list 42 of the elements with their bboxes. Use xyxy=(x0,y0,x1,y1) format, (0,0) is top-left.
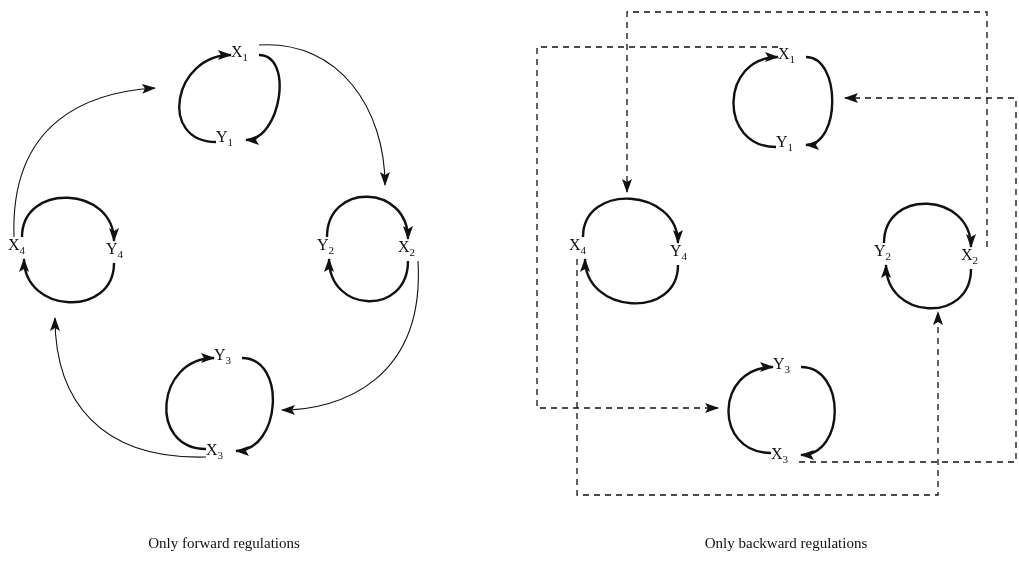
arrow xyxy=(325,258,410,303)
arrow xyxy=(882,202,975,248)
arrow xyxy=(325,195,412,240)
arrow xyxy=(20,196,118,242)
variable-label: Y$_{4}$ xyxy=(106,241,124,260)
variable-label: Y$_{1}$ xyxy=(776,134,794,153)
arrow xyxy=(50,317,207,458)
variable-label: X$_{4}$ xyxy=(569,237,587,256)
arrow xyxy=(727,363,774,455)
arrow xyxy=(581,197,682,244)
variable-label: X$_{2}$ xyxy=(398,239,416,258)
dashed-arrow xyxy=(798,93,1017,463)
arrow xyxy=(178,51,232,144)
arrow xyxy=(235,356,274,454)
arrow xyxy=(20,258,116,304)
variable-label: X$_{2}$ xyxy=(961,247,979,266)
variable-label: Y$_{4}$ xyxy=(670,243,688,262)
arrow xyxy=(13,84,156,238)
variable-label: Y$_{3}$ xyxy=(773,356,791,375)
variable-label: Y$_{3}$ xyxy=(214,347,232,366)
variable-label: X$_{1}$ xyxy=(778,46,796,65)
dashed-arrow xyxy=(536,46,779,413)
arrow xyxy=(882,264,973,310)
variable-label: Y$_{2}$ xyxy=(874,243,892,262)
variable-label: X$_{3}$ xyxy=(206,442,224,461)
arrow xyxy=(800,365,836,458)
variable-label: Y$_{2}$ xyxy=(317,237,335,256)
variable-label: X$_{1}$ xyxy=(231,44,249,63)
panel-caption: Only forward regulations xyxy=(148,535,300,552)
variable-label: Y$_{1}$ xyxy=(216,129,234,148)
arrow xyxy=(732,53,779,149)
variable-label: X$_{4}$ xyxy=(8,237,26,256)
arrow xyxy=(165,354,215,451)
arrow xyxy=(258,44,390,186)
dashed-arrow xyxy=(622,11,988,248)
dashed-arrow xyxy=(576,258,943,496)
arrow xyxy=(581,258,680,305)
arrow xyxy=(805,55,834,148)
variable-label: X$_{3}$ xyxy=(771,446,789,465)
arrow xyxy=(245,53,281,143)
arrow xyxy=(281,260,419,415)
panel-caption: Only backward regulations xyxy=(704,535,868,552)
